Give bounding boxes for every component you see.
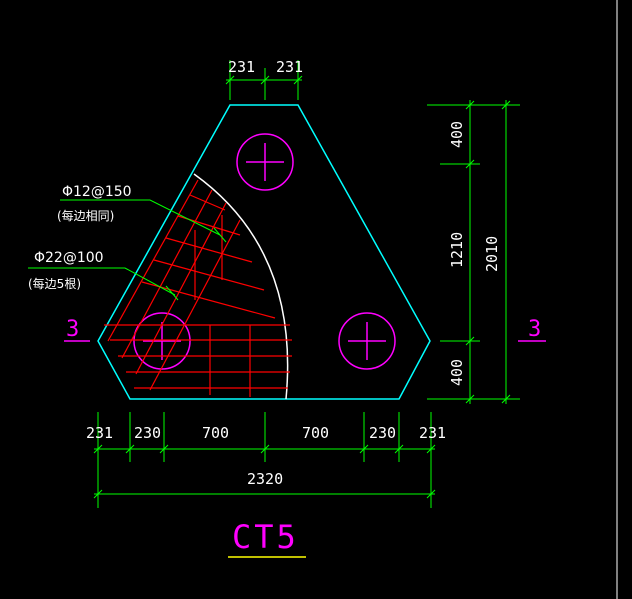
section-marker-right: 3	[518, 317, 546, 342]
note-bottom-rebar: Φ22@100	[34, 250, 104, 266]
pile-bottom-right	[338, 312, 396, 370]
drawing-title: CT5	[232, 518, 299, 556]
dim-bottom-6: 231	[419, 424, 446, 442]
dim-top-1: 231	[228, 58, 255, 76]
pile-bottom-left	[133, 312, 191, 370]
leader-lines	[28, 199, 227, 301]
dim-right-3: 400	[448, 359, 466, 386]
dim-right-2: 1210	[448, 232, 466, 268]
dimension-right	[427, 100, 520, 404]
note-top-rebar: Φ12@150	[62, 184, 132, 200]
dim-bottom-2: 230	[134, 424, 161, 442]
note-top-sub: (每边相同)	[57, 208, 114, 223]
reinforcement-zone-arc	[193, 173, 289, 400]
svg-text:3: 3	[528, 317, 541, 342]
dim-bottom-3: 700	[202, 424, 229, 442]
dim-right-1: 400	[448, 121, 466, 148]
dimension-top	[225, 60, 303, 100]
dim-bottom-5: 230	[369, 424, 396, 442]
pile-cap-outline	[97, 104, 431, 400]
section-marker-left: 3	[64, 317, 90, 342]
dim-bottom-1: 231	[86, 424, 113, 442]
svg-text:3: 3	[66, 317, 79, 342]
dimension-bottom	[93, 412, 436, 508]
dim-bottom-4: 700	[302, 424, 329, 442]
dim-top-2: 231	[276, 58, 303, 76]
pile-top	[236, 133, 294, 191]
dim-right-total: 2010	[483, 236, 501, 272]
note-bottom-sub: (每边5根)	[28, 276, 81, 291]
rebar-mesh	[104, 179, 292, 397]
dim-bottom-total: 2320	[247, 470, 283, 488]
